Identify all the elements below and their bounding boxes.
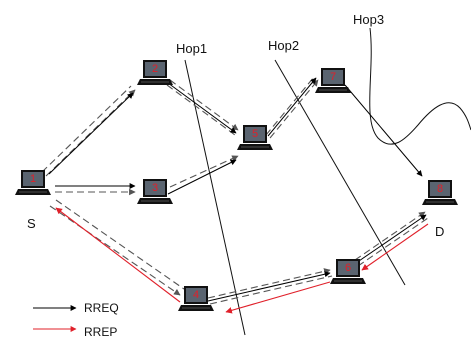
node-2: 2 — [136, 59, 174, 86]
node-4: 4 — [177, 285, 215, 312]
destination-label: D — [435, 224, 444, 239]
route-5-7-dashed-a — [269, 79, 319, 139]
rrep-8-6 — [361, 223, 429, 271]
rreq-3-5 — [167, 159, 237, 195]
route-1-2-dashed-a — [45, 89, 136, 177]
node-7: 7 — [314, 67, 352, 94]
dashed-routes — [41, 76, 429, 305]
node-3: 3 — [136, 178, 174, 205]
legend: RREQ RREP — [33, 301, 119, 338]
route-2-5-dashed-a — [169, 79, 239, 131]
rreq-6-8 — [355, 214, 427, 264]
rrep-6-4 — [225, 281, 331, 314]
rrep-routes — [55, 207, 429, 314]
node-label: 3 — [152, 182, 158, 194]
node-label: 4 — [193, 289, 199, 301]
node-label: 1 — [30, 173, 36, 185]
node-label: 6 — [345, 262, 351, 274]
hop1-label: Hop1 — [176, 41, 207, 56]
rreq-5-7 — [267, 77, 317, 137]
rreq-2-5 — [167, 82, 237, 134]
source-label: S — [27, 216, 36, 231]
rreq-7-8 — [344, 84, 423, 177]
route-3-5-dashed — [169, 155, 239, 188]
node-1: 1 — [14, 169, 52, 196]
route-1-4-dashed-b — [55, 199, 185, 290]
node-label: 2 — [152, 63, 158, 75]
route-4-6-dashed-b — [209, 275, 333, 305]
route-2-5-dashed-b — [166, 84, 236, 136]
route-6-8-dashed-a — [354, 211, 426, 261]
route-1-4-dashed-a — [49, 205, 181, 296]
rreq-4-6 — [207, 271, 331, 302]
rreq-1-2 — [48, 92, 134, 175]
node-6: 6 — [329, 258, 367, 285]
node-5: 5 — [236, 124, 274, 151]
node-8: 8 — [421, 179, 459, 206]
node-label: 5 — [252, 128, 258, 140]
hop2-label: Hop2 — [268, 38, 299, 53]
legend-rreq-label: RREQ — [84, 301, 119, 315]
route-4-6-dashed-a — [207, 268, 331, 299]
route-5-7-dashed-b — [265, 76, 315, 136]
node-label: 7 — [330, 71, 336, 83]
rreq-routes — [48, 77, 427, 302]
rrep-4-1 — [55, 207, 181, 303]
hop3-curve — [369, 27, 471, 145]
hop3-label: Hop3 — [353, 12, 384, 27]
hop2-line — [274, 59, 406, 286]
route-6-8-dashed-b — [357, 217, 429, 267]
node-label: 8 — [437, 183, 443, 195]
legend-rrep-label: RREP — [84, 325, 117, 338]
route-1-2-dashed-b — [41, 85, 132, 173]
